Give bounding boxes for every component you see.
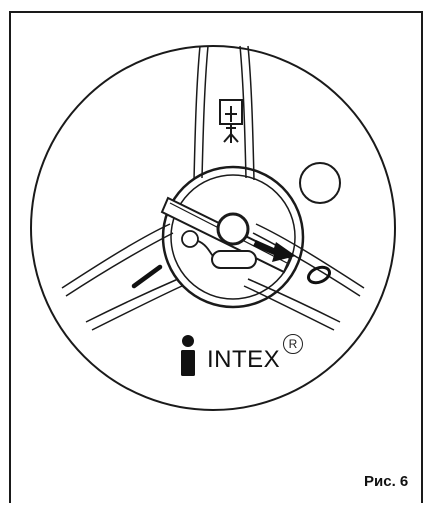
ring-mark-icon — [306, 265, 332, 285]
brand-name: INTEX — [207, 346, 281, 373]
indicator-circle — [299, 162, 341, 204]
direction-arrow-icon — [253, 240, 296, 262]
outer-knob-ring — [30, 45, 396, 411]
figure-frame — [9, 11, 423, 503]
spoke-right — [243, 223, 365, 331]
person-figure-icon — [181, 335, 195, 376]
registered-mark: R — [283, 334, 303, 354]
filter-pump-icon — [219, 99, 243, 143]
figure-label: Рис. 6 — [364, 473, 409, 490]
central-selector — [160, 165, 305, 309]
dash-mark-icon — [131, 264, 163, 289]
spoke-top — [193, 45, 255, 181]
